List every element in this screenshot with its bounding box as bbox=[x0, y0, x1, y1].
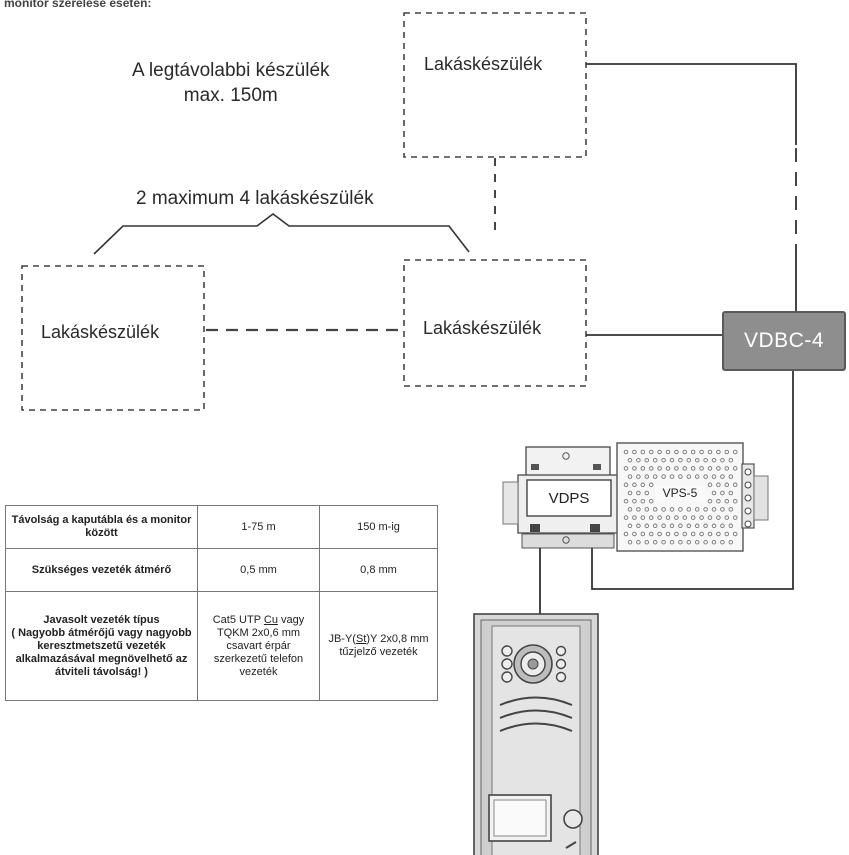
cable-type-short-underlined: Cu bbox=[263, 613, 278, 626]
cable-type-short-text-a: Cat5 UTP bbox=[212, 613, 264, 626]
cable-type-title: Javasolt vezeték típus bbox=[43, 613, 160, 626]
vdbc4-distributor: VDBC-4 bbox=[722, 311, 846, 371]
distance-value-long: 150 m-ig bbox=[319, 505, 438, 549]
cable-type-long-text-b: )Y 2x0,8 mm tűzjelző vezeték bbox=[339, 633, 429, 658]
header-note: monitor szerelése esetén: bbox=[4, 0, 152, 10]
farthest-distance-line1: A legtávolabbi készülék bbox=[132, 60, 330, 81]
vps5-terminals bbox=[744, 468, 752, 528]
call-button-icon bbox=[563, 809, 583, 829]
apartment-unit-top-label: Lakáskészülék bbox=[424, 54, 543, 74]
cable-type-short: Cat5 UTP Cu vagy TQKM 2x0,6 mm csavart é… bbox=[197, 591, 320, 701]
cable-spec-table: Távolság a kaputábla és a monitor között… bbox=[5, 505, 438, 701]
vps5-label: VPS-5 bbox=[655, 485, 705, 501]
cable-type-note: ( Nagyobb átmérőjű vagy nagyobb keresztm… bbox=[11, 626, 192, 678]
vdps-module bbox=[502, 446, 629, 549]
cable-type-long: JB-Y(St)Y 2x0,8 mm tűzjelző vezeték bbox=[319, 591, 438, 701]
wire-vdbc-to-power bbox=[591, 368, 794, 590]
vdps-label: VDPS bbox=[548, 489, 590, 507]
apartment-unit-left-box bbox=[21, 265, 205, 411]
diameter-value-short: 0,5 mm bbox=[197, 548, 320, 592]
table-row: Javasolt vezeték típus ( Nagyobb átmérőj… bbox=[5, 591, 438, 701]
cable-type-long-underlined: St bbox=[355, 633, 367, 645]
range-brace bbox=[93, 213, 470, 255]
speaker-grille-icon bbox=[499, 696, 573, 732]
diameter-header: Szükséges vezeték átmérő bbox=[5, 548, 198, 592]
farthest-distance-note: A legtávolabbi készülék max. 150m bbox=[132, 58, 330, 108]
device-range-note: 2 maximum 4 lakáskészülék bbox=[136, 188, 374, 209]
wire-top-unit bbox=[586, 63, 797, 145]
cable-type-header: Javasolt vezeték típus ( Nagyobb átmérőj… bbox=[5, 591, 198, 701]
distance-header: Távolság a kaputábla és a monitor között bbox=[5, 505, 198, 549]
table-row: Szükséges vezeték átmérő 0,5 mm 0,8 mm bbox=[5, 548, 438, 592]
door-panel bbox=[473, 613, 599, 855]
farthest-distance-line2: max. 150m bbox=[183, 85, 278, 106]
distance-value-short: 1-75 m bbox=[197, 505, 320, 549]
apartment-unit-right-box bbox=[403, 259, 587, 387]
apartment-unit-top-box bbox=[403, 12, 587, 158]
table-row: Távolság a kaputábla és a monitor között… bbox=[5, 505, 438, 549]
cable-type-short-text-b: vagy TQKM 2x0,6 mm csavart érpár szerkez… bbox=[213, 613, 305, 678]
cable-type-long-text-a: JB-Y( bbox=[328, 633, 356, 645]
vps5-vent-holes bbox=[623, 449, 738, 545]
apartment-unit-right-label: Lakáskészülék bbox=[423, 318, 542, 338]
apartment-unit-left-label: Lakáskészülék bbox=[41, 322, 160, 342]
diameter-value-long: 0,8 mm bbox=[319, 548, 438, 592]
